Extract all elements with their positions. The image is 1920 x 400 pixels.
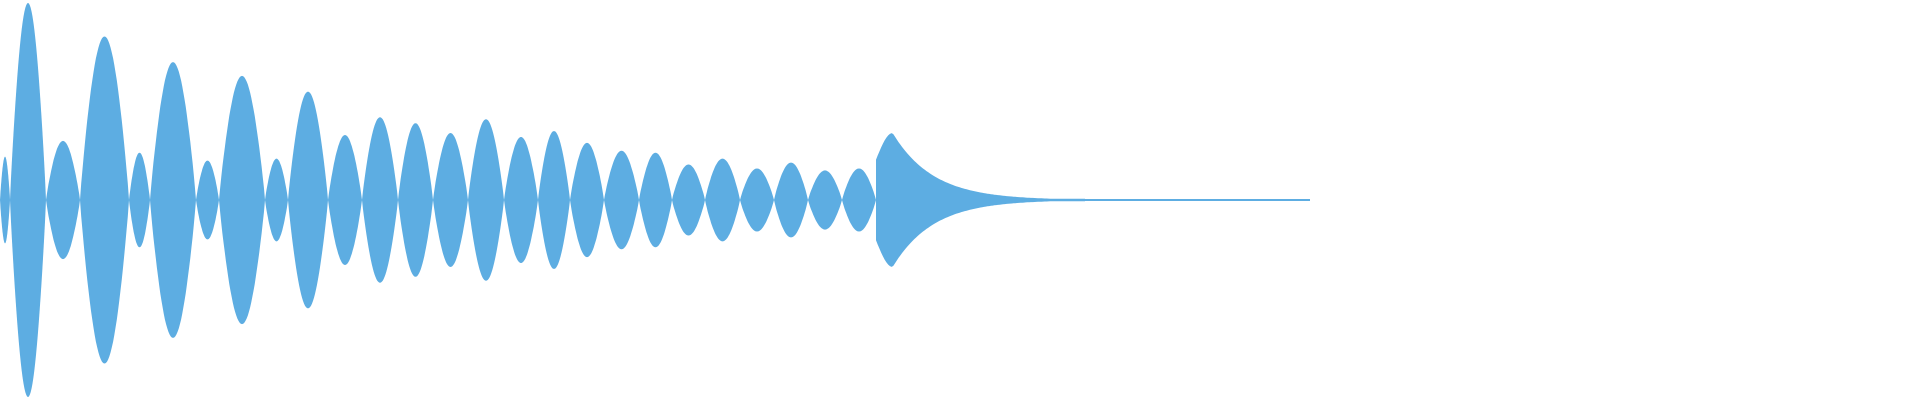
waveform-lobe — [672, 164, 705, 236]
waveform-lobe — [538, 131, 570, 269]
waveform-lobe — [639, 152, 672, 248]
waveform-lobe — [265, 158, 288, 242]
waveform-lobe — [80, 36, 129, 364]
waveform-lobe — [842, 168, 876, 232]
waveform-lobe — [468, 119, 504, 281]
waveform-lobe — [288, 91, 328, 309]
waveform-lobe — [604, 150, 639, 250]
waveform-lobe — [46, 140, 80, 260]
waveform-lobe — [328, 135, 362, 265]
waveform-lobe — [219, 75, 265, 325]
waveform-lobe — [398, 123, 433, 277]
waveform-lobe — [705, 158, 740, 242]
waveform-lobe — [740, 168, 774, 232]
waveform-lobe — [774, 162, 808, 238]
waveform-lobe — [196, 160, 219, 240]
waveform-lobe — [808, 170, 842, 230]
waveform-lobe — [504, 137, 538, 263]
waveform-lobe — [362, 117, 398, 283]
waveform-tail — [876, 133, 1085, 267]
waveform-lobe — [150, 62, 196, 338]
waveform-lobe — [570, 142, 604, 258]
waveform-lobe — [129, 152, 150, 248]
waveform-lobes — [0, 3, 876, 397]
waveform-lobe — [433, 133, 468, 267]
waveform-lobe — [0, 156, 10, 244]
waveform-lobe — [10, 3, 46, 397]
